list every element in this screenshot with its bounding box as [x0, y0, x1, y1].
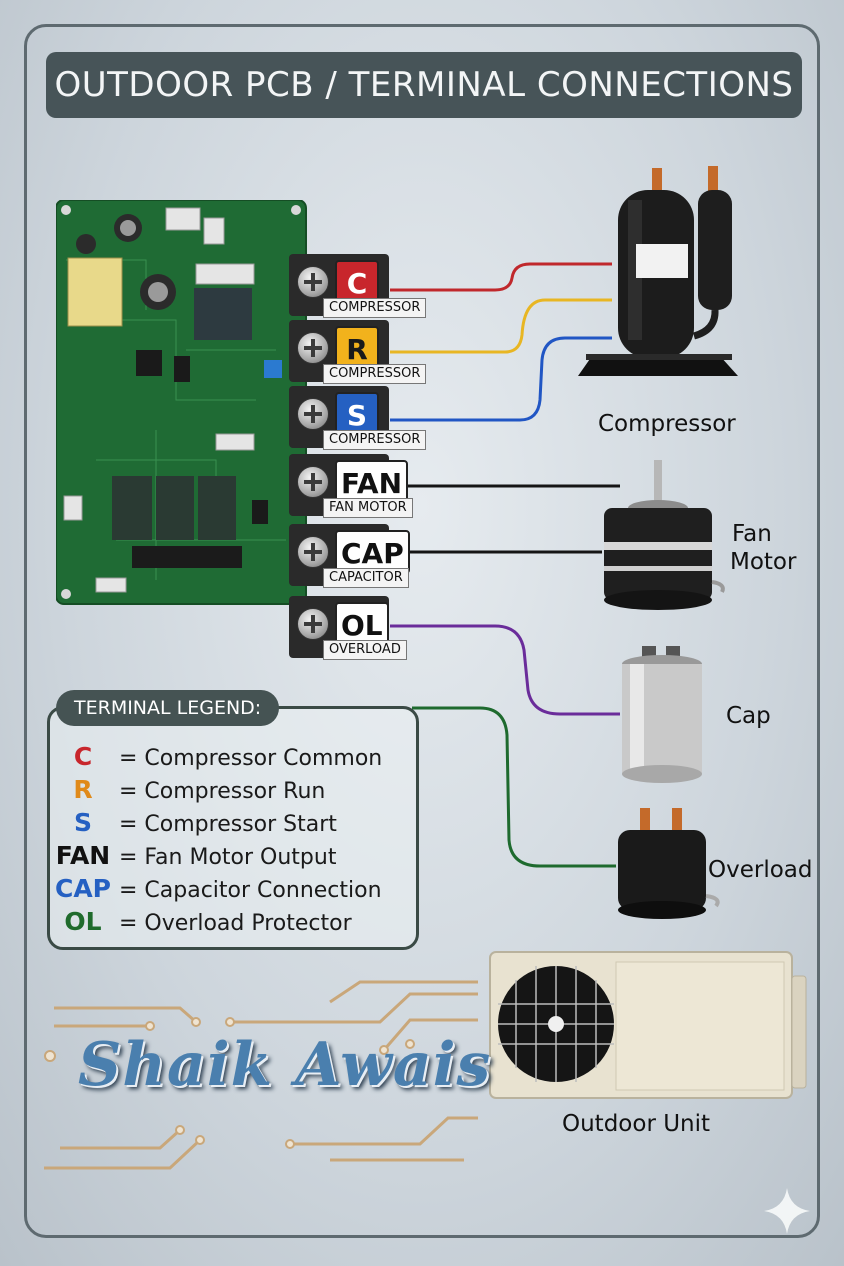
pcb-board: [56, 200, 307, 605]
screw-icon: [297, 608, 329, 640]
wire-s: [390, 336, 612, 422]
screw-icon: [297, 466, 329, 498]
overload-label: Overload: [708, 857, 813, 883]
compressor-label: Compressor: [598, 411, 736, 437]
wire-ol: [390, 624, 620, 716]
legend-row: CAP = Capacitor Connection: [54, 872, 382, 905]
terminal-label: COMPRESSOR: [323, 298, 427, 318]
fan-motor-illustration: [604, 460, 725, 610]
legend-code: CAP: [54, 874, 112, 903]
legend-title: TERMINAL LEGEND:: [56, 690, 280, 726]
fan-motor-label-line2: Motor: [730, 549, 797, 575]
terminal-s: S COMPRESSOR: [289, 386, 427, 450]
legend-text: = Fan Motor Output: [119, 845, 337, 870]
signature-logo: Shaik Awais: [78, 1030, 492, 1100]
legend-row: FAN = Fan Motor Output: [54, 839, 337, 872]
legend-text: = Compressor Run: [119, 779, 326, 804]
outer-frame: [24, 24, 820, 1238]
legend-text: = Compressor Common: [119, 746, 383, 771]
legend-row: C = Compressor Common: [54, 740, 382, 773]
terminal-label: COMPRESSOR: [323, 364, 427, 384]
screw-icon: [297, 398, 329, 430]
terminal-badge: CAP: [335, 530, 410, 574]
terminal-label: OVERLOAD: [323, 640, 407, 660]
circuit-trace-decoration: [44, 980, 478, 1170]
terminal-fan: FAN FAN MOTOR: [289, 454, 413, 518]
terminal-badge: FAN: [335, 460, 409, 504]
terminal-label: FAN MOTOR: [323, 498, 413, 518]
legend-text: = Capacitor Connection: [119, 878, 382, 903]
screw-icon: [297, 266, 329, 298]
capacitor-illustration: [622, 646, 702, 783]
sparkle-icon: [764, 1188, 810, 1234]
wire-c: [390, 262, 612, 292]
circuit-trace-pads: [44, 1017, 415, 1149]
legend-code: S: [73, 808, 92, 837]
terminal-c: C COMPRESSOR: [289, 254, 427, 318]
compressor-illustration: [578, 166, 738, 376]
legend-code: R: [73, 775, 93, 804]
terminal-legend: [47, 706, 419, 950]
legend-row: R = Compressor Run: [54, 773, 325, 806]
wire-overload-legend: [412, 706, 616, 868]
screw-icon: [297, 332, 329, 364]
terminal-label: CAPACITOR: [323, 568, 409, 588]
legend-code: OL: [64, 907, 102, 936]
legend-code: FAN: [55, 841, 111, 870]
terminal-r: R COMPRESSOR: [289, 320, 427, 384]
wire-r: [390, 298, 612, 354]
outdoor-unit-label: Outdoor Unit: [562, 1111, 711, 1137]
legend-row: OL = Overload Protector: [54, 905, 352, 938]
outdoor-unit-illustration: [489, 951, 807, 1099]
terminal-ol: OL OVERLOAD: [289, 596, 407, 660]
legend-text: = Compressor Start: [119, 812, 337, 837]
fan-motor-label-line1: Fan: [732, 521, 772, 547]
terminal-cap: CAP CAPACITOR: [289, 524, 410, 588]
terminal-label: COMPRESSOR: [323, 430, 427, 450]
legend-text: = Overload Protector: [119, 911, 352, 936]
terminal-badge: S: [335, 392, 379, 436]
capacitor-label: Cap: [726, 703, 771, 729]
legend-code: C: [73, 742, 93, 771]
legend-row: S = Compressor Start: [54, 806, 337, 839]
page-title: OUTDOOR PCB / TERMINAL CONNECTIONS: [46, 52, 802, 118]
screw-icon: [297, 536, 329, 568]
terminal-badge: C: [335, 260, 379, 304]
overload-illustration: [618, 808, 720, 919]
